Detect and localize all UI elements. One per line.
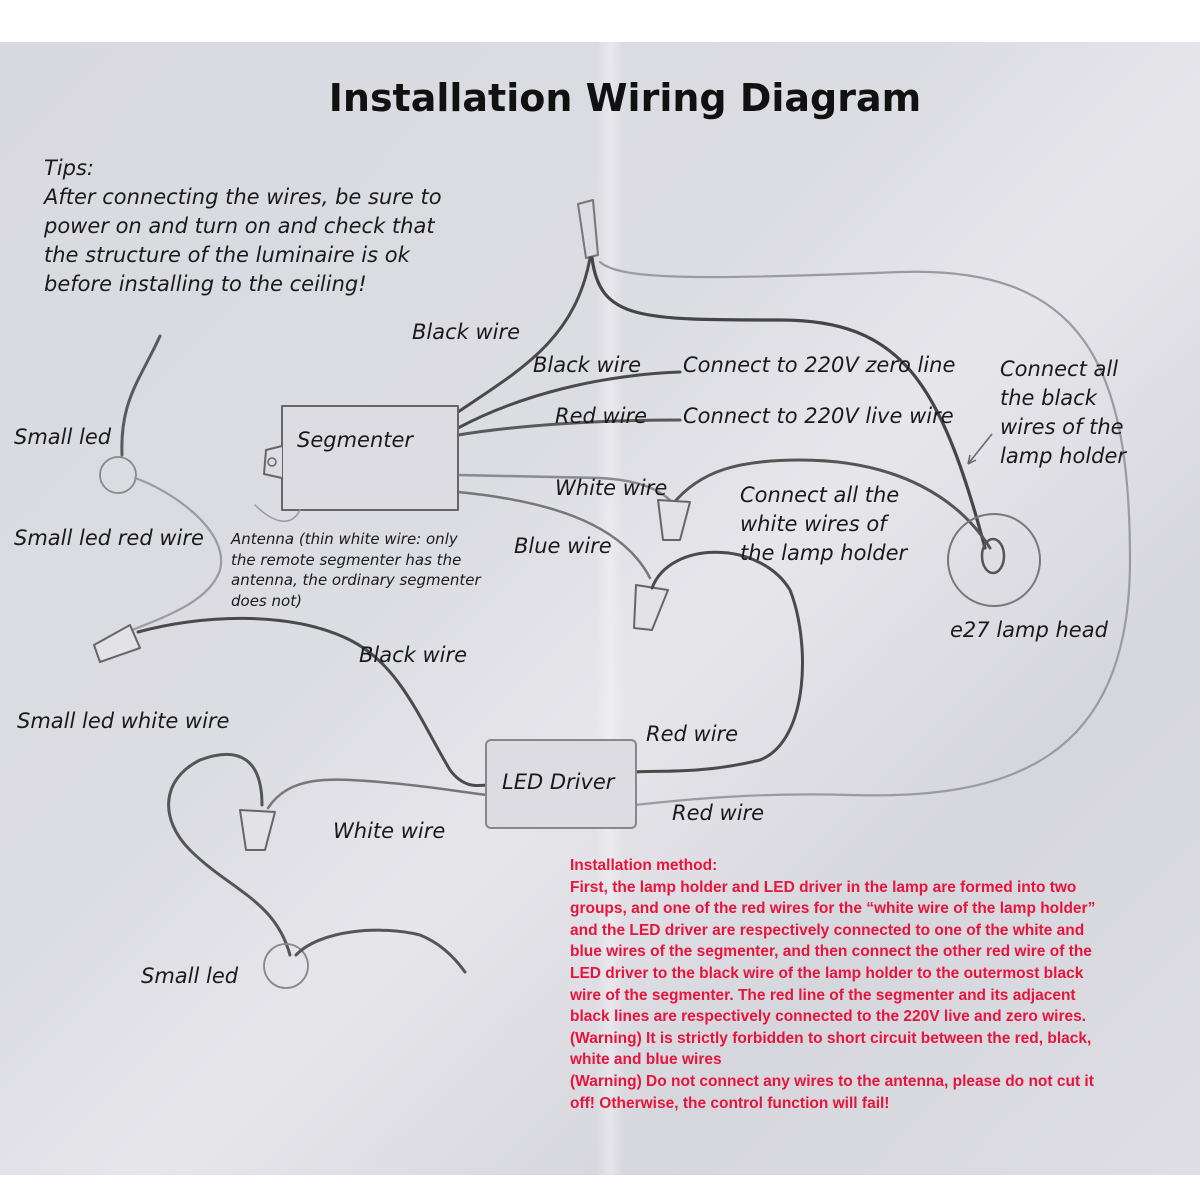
e27-lamp-outer <box>947 513 1041 607</box>
blue-wire-seg <box>456 490 652 580</box>
method-line: groups, and one of the red wires for the… <box>570 900 1096 918</box>
left-connector <box>93 624 141 663</box>
method-line: and the LED driver are respectively conn… <box>570 921 1085 939</box>
label-small-led-bottom: Small led <box>141 964 239 988</box>
method-line: First, the lamp holder and LED driver in… <box>570 878 1077 896</box>
small-led-white-wire <box>167 752 292 957</box>
label-antenna: Antenna (thin white wire: only the remot… <box>231 529 481 611</box>
label-line: does not) <box>231 591 302 610</box>
label-zero-line: Connect to 220V zero line <box>683 353 956 377</box>
label-line: wires of the <box>1000 415 1124 439</box>
white-lamp-wire <box>670 458 992 550</box>
black-wire-zero <box>456 370 682 430</box>
label-line: antenna, the ordinary segmenter <box>231 571 481 589</box>
method-line: white and blue wires <box>570 1051 722 1069</box>
small-led-red-wire <box>130 476 223 632</box>
black-wire-left <box>136 616 490 788</box>
segmenter-tab <box>263 445 283 479</box>
arrow-icon <box>967 433 993 465</box>
small-led-bottom <box>263 943 309 989</box>
label-line: the black <box>1000 386 1097 410</box>
paper-fold <box>596 42 624 1175</box>
white-wire-seg <box>456 473 674 504</box>
black-wire-seg-to-top <box>456 256 592 414</box>
label-line: the lamp holder <box>740 541 908 565</box>
red-wire-live <box>456 418 682 437</box>
label-white-wire-bottom: White wire <box>333 819 446 843</box>
method-line: wire of the segmenter. The red line of t… <box>570 986 1076 1004</box>
top-wire-connector <box>577 199 599 259</box>
label-line: lamp holder <box>1000 444 1127 468</box>
label-red-wire-driver-bottom: Red wire <box>672 801 765 825</box>
method-line: off! Otherwise, the control function wil… <box>570 1094 890 1112</box>
method-line: Installation method: <box>570 857 718 874</box>
tips-line: before installing to the ceiling! <box>44 272 367 296</box>
paper-sheet <box>0 42 1200 1175</box>
label-black-wire-mid: Black wire <box>359 643 468 667</box>
label-small-led-white-wire: Small led white wire <box>17 709 230 733</box>
label-line: Antenna (thin white wire: only <box>231 530 458 548</box>
label-line: Connect all <box>1000 357 1119 381</box>
method-line: (Warning) Do not connect any wires to th… <box>570 1072 1094 1090</box>
label-e27: e27 lamp head <box>950 618 1108 642</box>
tips-block: Tips: After connecting the wires, be sur… <box>44 154 442 299</box>
small-led-top-lead <box>120 334 162 457</box>
method-line: blue wires of the segmenter, and then co… <box>570 943 1092 961</box>
label-connect-black: Connect all the black wires of the lamp … <box>1000 355 1126 471</box>
label-connect-white: Connect all the white wires of the lamp … <box>740 481 907 568</box>
label-small-led-red-wire: Small led red wire <box>14 526 204 550</box>
label-white-wire-top: White wire <box>555 476 668 500</box>
antenna-wire <box>254 504 301 522</box>
small-led-top <box>99 456 137 494</box>
label-blue-wire: Blue wire <box>514 534 612 558</box>
label-live-wire: Connect to 220V live wire <box>683 404 954 428</box>
label-segmenter: Segmenter <box>297 428 414 452</box>
label-red-wire-top: Red wire <box>555 404 648 428</box>
label-line: Connect all the <box>740 483 900 507</box>
blue-wire-connector <box>633 584 669 631</box>
bottom-connector <box>239 809 276 851</box>
e27-lamp-inner <box>980 537 1006 575</box>
small-led-bottom-lead <box>294 928 467 974</box>
label-black-wire-top: Black wire <box>412 320 521 344</box>
page-title: Installation Wiring Diagram <box>328 76 922 120</box>
method-line: black lines are respectively connected t… <box>570 1008 1087 1026</box>
installation-method: Installation method: First, the lamp hol… <box>570 855 1170 1114</box>
label-line: the remote segmenter has the <box>231 550 462 569</box>
label-led-driver: LED Driver <box>502 770 615 794</box>
red-wire-blue-loop <box>634 550 804 774</box>
label-small-led-top: Small led <box>14 425 112 449</box>
led-driver-box <box>485 739 637 829</box>
tips-line: the structure of the luminaire is ok <box>44 243 410 267</box>
black-wire-top-to-lamp <box>590 256 987 550</box>
label-red-wire-driver-top: Red wire <box>646 722 739 746</box>
segmenter-box <box>281 405 459 511</box>
thin-wire-top-loop <box>598 260 1132 807</box>
tips-line: power on and turn on and check that <box>44 214 435 238</box>
white-wire-connector <box>657 499 691 541</box>
label-black-wire-2: Black wire <box>533 353 642 377</box>
white-wire-bottom <box>266 778 490 810</box>
tips-line: Tips: <box>44 156 95 180</box>
label-line: white wires of <box>740 512 887 536</box>
method-line: LED driver to the black wire of the lamp… <box>570 964 1084 982</box>
tips-line: After connecting the wires, be sure to <box>44 185 442 209</box>
method-line: (Warning) It is strictly forbidden to sh… <box>570 1029 1092 1047</box>
